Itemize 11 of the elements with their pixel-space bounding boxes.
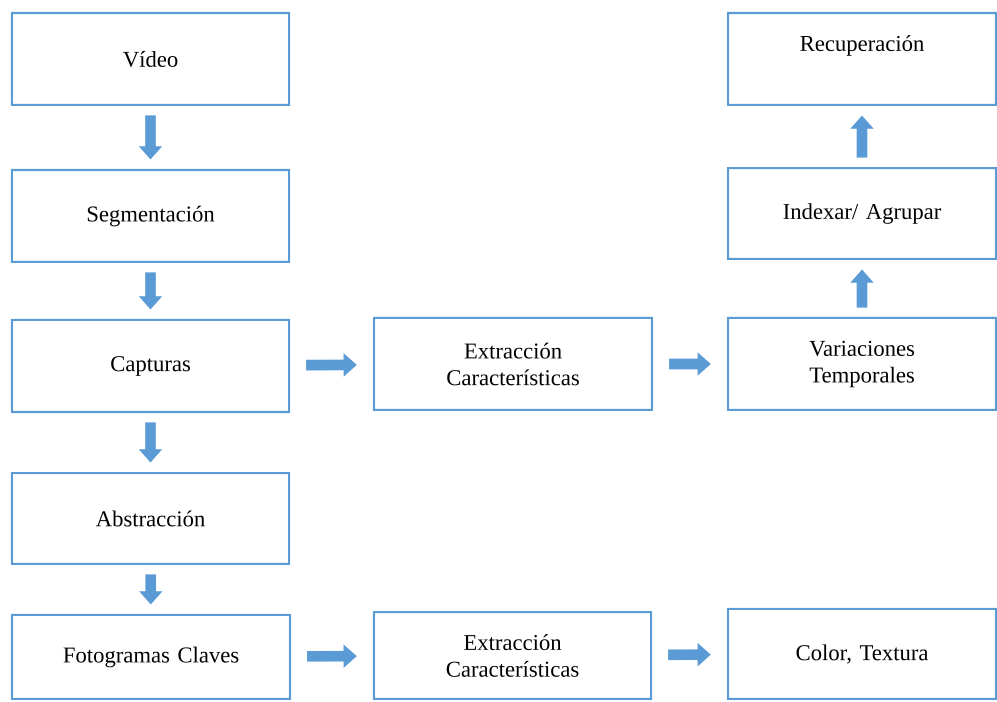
process-box: Abstracción: [10, 472, 290, 566]
process-box: Indexar/ Agrupar: [726, 166, 997, 260]
process-box: Segmentación: [10, 168, 290, 264]
process-box: Variaciones Temporales: [726, 316, 997, 412]
process-box: Extracción Características: [372, 316, 654, 412]
process-box: Color, Textura: [726, 608, 997, 700]
process-box: Recuperación: [726, 12, 997, 106]
process-box: Vídeo: [10, 12, 290, 106]
process-box: Extracción Características: [372, 610, 652, 700]
process-box: Capturas: [10, 318, 290, 414]
process-box: Fotogramas Claves: [10, 614, 292, 700]
